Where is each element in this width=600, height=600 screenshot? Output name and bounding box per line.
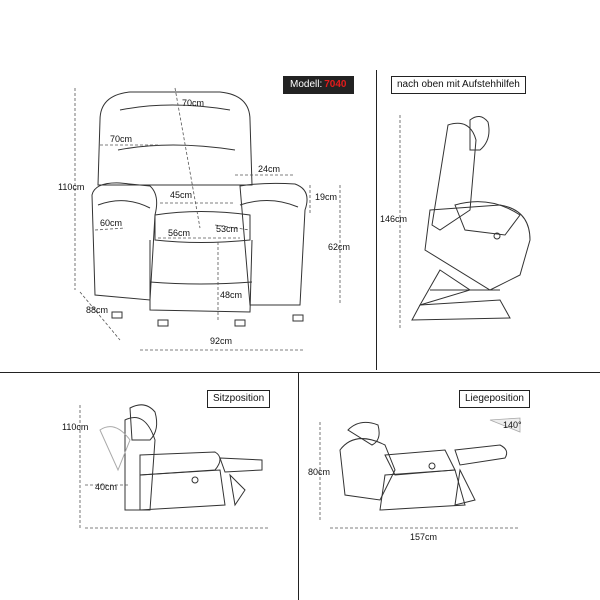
- dim-arm-total-height: 62cm: [328, 242, 350, 252]
- model-number: 7040: [324, 79, 347, 90]
- bottom-vertical-divider: [298, 372, 299, 600]
- dim-depth: 88cm: [86, 305, 108, 315]
- dim-seat-depth: 53cm: [216, 224, 238, 234]
- dim-seat-width: 56cm: [168, 228, 190, 238]
- dim-lie-length: 157cm: [410, 532, 437, 542]
- dim-sit-clearance: 40cm: [95, 482, 117, 492]
- dim-lift-height: 146cm: [380, 214, 407, 224]
- dim-lie-height: 80cm: [308, 467, 330, 477]
- dim-back-height: 70cm: [182, 98, 204, 108]
- horizontal-divider: [0, 372, 600, 373]
- dim-arm-height: 19cm: [315, 192, 337, 202]
- dim-sit-height: 110cm: [62, 422, 88, 432]
- dim-seat-width-inner: 45cm: [170, 190, 192, 200]
- model-label: Modell:7040: [283, 76, 354, 94]
- lift-view-title: nach oben mit Aufstehhilfeh: [391, 76, 526, 94]
- vertical-divider: [376, 70, 377, 370]
- dim-arm-front: 60cm: [100, 218, 122, 228]
- dim-arm-width: 24cm: [258, 164, 280, 174]
- dim-back-width: 70cm: [110, 134, 132, 144]
- dim-width: 92cm: [210, 336, 232, 346]
- sit-view-title: Sitzposition: [207, 390, 271, 408]
- dim-seat-height: 48cm: [220, 290, 242, 300]
- dim-lie-angle: 140°: [503, 420, 522, 430]
- dim-height-total: 110cm: [58, 182, 84, 192]
- lie-view-title: Liegeposition: [459, 390, 530, 408]
